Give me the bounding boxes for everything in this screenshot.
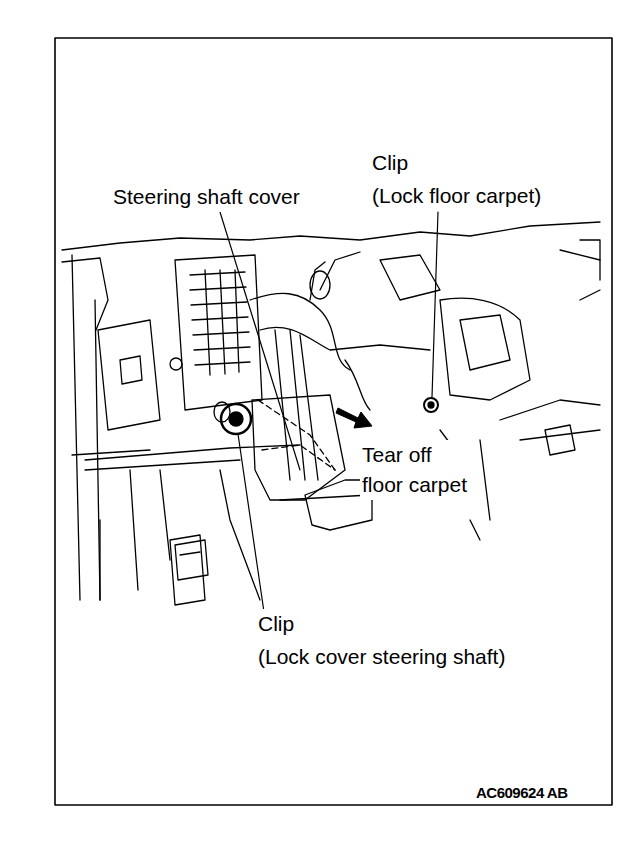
- part-label: Tear off floor carpet: [360, 440, 476, 500]
- part-label: (Lock cover steering shaft): [256, 642, 507, 672]
- part-label: (Lock floor carpet): [370, 181, 543, 211]
- part-label: Clip: [370, 148, 410, 178]
- part-label: Clip: [256, 609, 296, 639]
- part-label: Steering shaft cover: [111, 182, 302, 212]
- figure-code: AC609624 AB: [474, 784, 570, 802]
